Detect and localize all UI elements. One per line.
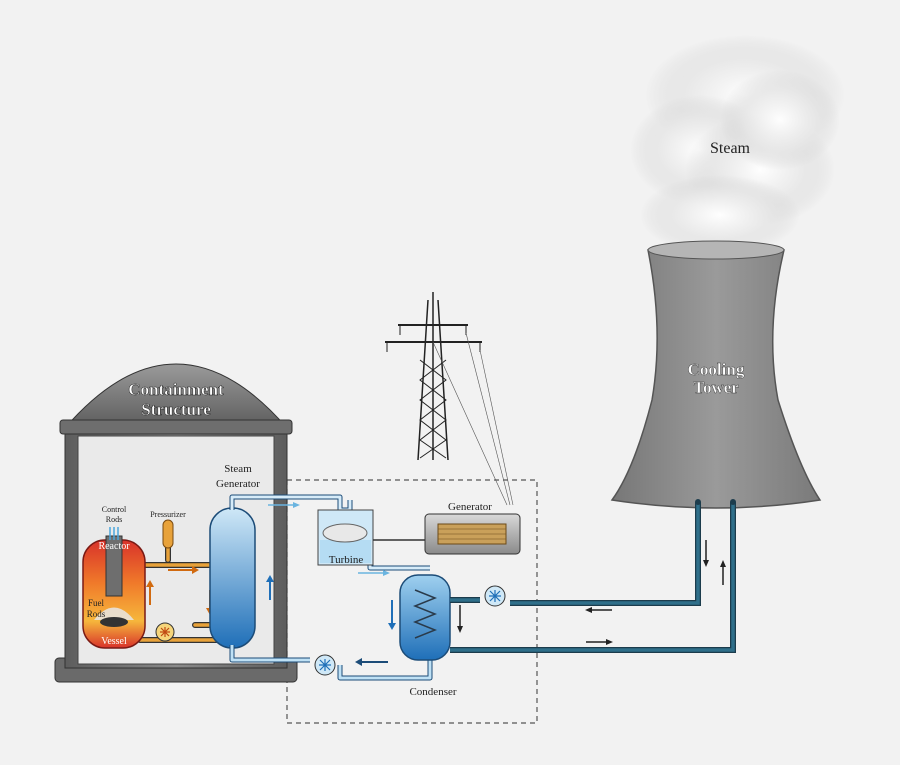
pressurizer-label: Pressurizer	[150, 510, 186, 519]
secondary-flow-arrows	[268, 502, 396, 666]
pressurizer	[162, 519, 174, 549]
steam-generator-label-line1: Steam	[224, 463, 252, 475]
reactor-coolant-pump	[155, 622, 175, 642]
steam-plume	[630, 35, 845, 255]
condenser	[399, 574, 451, 661]
cooling-water-pump	[484, 585, 506, 607]
generator-label: Generator	[448, 501, 492, 513]
fuel-rods-label-line1: Fuel	[88, 598, 105, 608]
cooling-tower	[610, 240, 822, 509]
control-rods	[109, 527, 119, 540]
fuel-rods-label-line2: Rods	[87, 609, 106, 619]
condenser-label: Condenser	[409, 686, 456, 698]
electrical-generator	[424, 513, 521, 555]
containment-label-line2: Structure	[141, 400, 211, 419]
cooling-tower-label-line2: Tower	[693, 378, 739, 397]
feedwater-pump	[314, 654, 336, 676]
turbine-label: Turbine	[329, 554, 364, 566]
containment-label-line1: Containment	[128, 380, 224, 399]
control-rods-label-line2: Rods	[106, 515, 122, 524]
steam-label: Steam	[710, 140, 751, 157]
steam-generator-label-line2: Generator	[216, 478, 260, 490]
control-rods-label-line1: Control	[102, 505, 127, 514]
turbine	[317, 509, 425, 566]
reactor-vessel	[82, 535, 146, 649]
cooling-flow-arrows	[457, 540, 726, 645]
cooling-tower-label-line1: Cooling	[688, 360, 745, 379]
vessel-label: Vessel	[101, 636, 127, 647]
transmission-tower	[385, 292, 514, 506]
cooling-water-pipes	[450, 499, 736, 653]
reactor-label: Reactor	[98, 541, 130, 552]
